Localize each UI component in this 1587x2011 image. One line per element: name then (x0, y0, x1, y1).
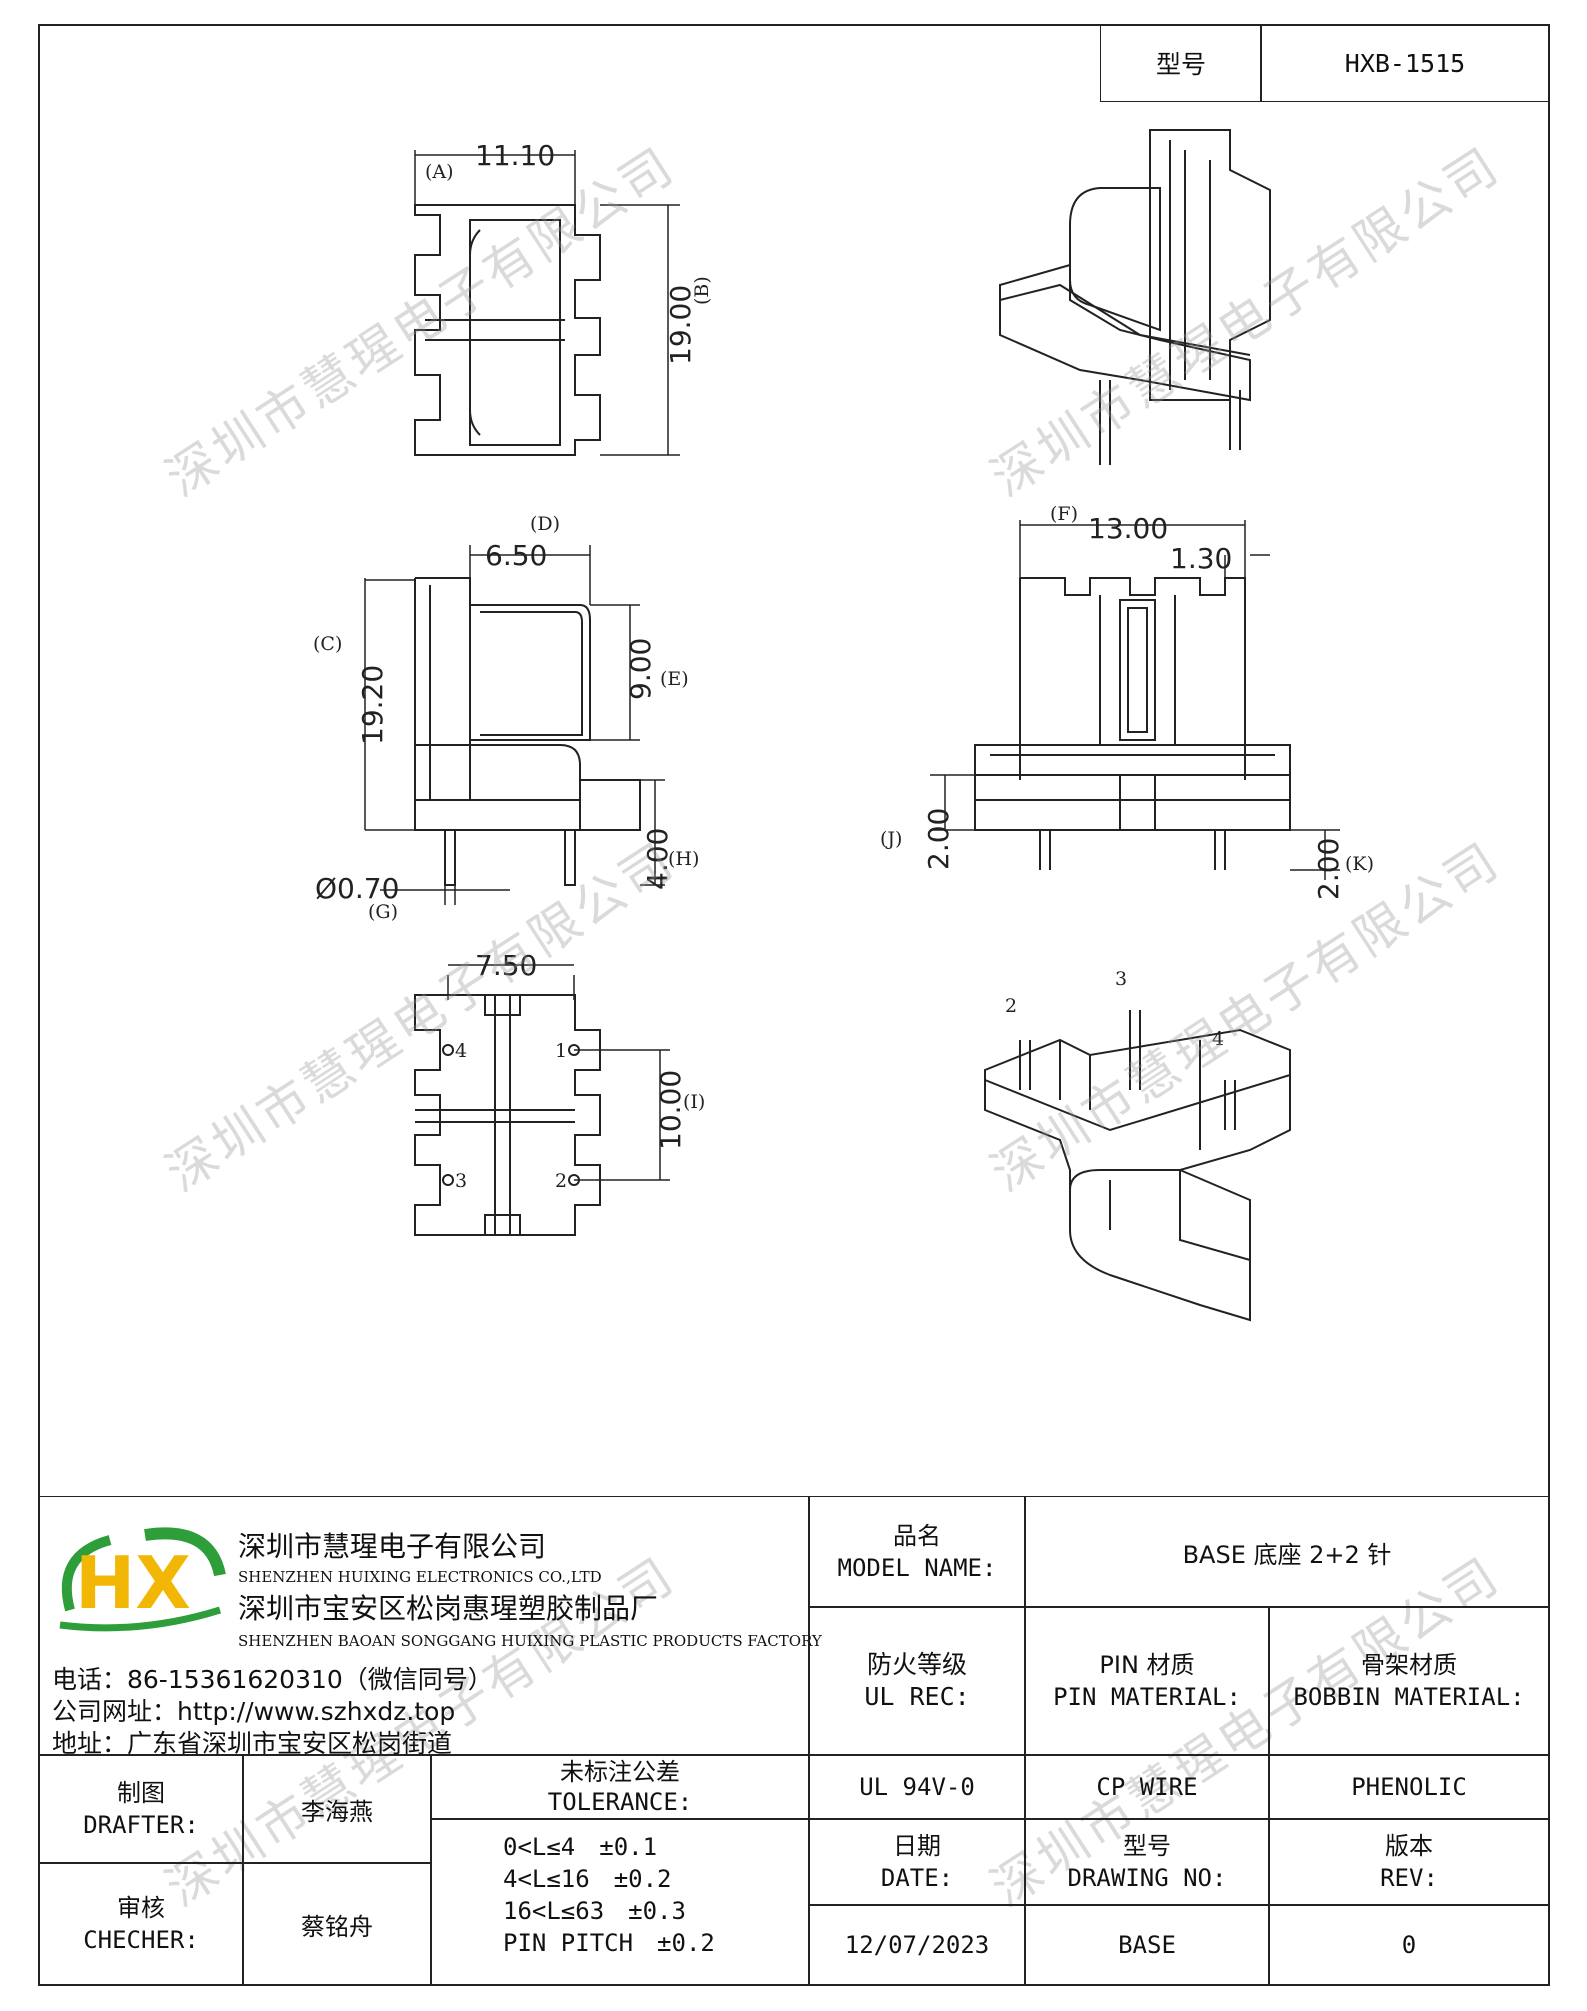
svg-text:(A): (A) (425, 161, 454, 183)
company-name-en: SHENZHEN HUIXING ELECTRONICS CO.,LTD (238, 1568, 602, 1586)
svg-text:1.30: 1.30 (1170, 542, 1232, 575)
svg-text:2: 2 (1005, 995, 1017, 1017)
svg-text:(J): (J) (880, 828, 902, 850)
svg-text:Ø0.70: Ø0.70 (315, 872, 399, 905)
svg-text:9.00: 9.00 (624, 638, 657, 700)
company-website: 公司网址：http://www.szhxdz.top (52, 1697, 456, 1726)
side-view (364, 545, 665, 905)
pin-material-value: CP WIRE (1024, 1754, 1270, 1820)
svg-text:(E): (E) (660, 668, 689, 690)
svg-text:7.50: 7.50 (475, 949, 537, 982)
company-name-cn: 深圳市慧瑆电子有限公司 (238, 1530, 547, 1563)
isometric-bottom-view (984, 1010, 1291, 1322)
tolerance-row: PIN PITCH ±0.2 (503, 1929, 715, 1957)
bobbin-material-value: PHENOLIC (1268, 1754, 1550, 1820)
svg-text:1: 1 (555, 1040, 567, 1062)
tolerance-row: 0<L≤4 ±0.1 (503, 1833, 658, 1861)
svg-text:13.00: 13.00 (1088, 512, 1168, 545)
tolerance-row: 4<L≤16 ±0.2 (503, 1865, 672, 1893)
svg-text:(H): (H) (668, 848, 699, 870)
svg-text:11.10: 11.10 (475, 139, 555, 172)
tolerance-table: 0<L≤4 ±0.1 4<L≤16 ±0.2 16<L≤63 ±0.3 PIN … (430, 1818, 810, 1986)
svg-text:4.00: 4.00 (641, 828, 674, 890)
svg-text:(I): (I) (683, 1091, 705, 1113)
svg-text:19.00: 19.00 (664, 285, 697, 365)
svg-text:10.00: 10.00 (654, 1070, 687, 1150)
svg-text:4: 4 (1212, 1028, 1224, 1050)
front-view (930, 520, 1340, 880)
bottom-view (414, 964, 670, 1236)
header-model-label: 型号 (1100, 24, 1262, 102)
svg-text:19.20: 19.20 (356, 665, 389, 745)
date-value: 12/07/2023 (808, 1904, 1026, 1986)
svg-text:HX: HX (75, 1541, 191, 1625)
svg-text:3: 3 (1115, 968, 1127, 990)
company-phone: 电话：86-15361620310（微信同号） (52, 1665, 493, 1694)
factory-name-cn: 深圳市宝安区松岗惠瑆塑胶制品厂 (238, 1592, 659, 1625)
header-model-value: HXB-1515 (1260, 24, 1550, 102)
drawing-no-value: BASE (1024, 1904, 1270, 1986)
checker-name: 蔡铭舟 (242, 1862, 432, 1986)
svg-text:(B): (B) (691, 276, 713, 305)
ul-rec-value: UL 94V-0 (808, 1754, 1026, 1820)
svg-text:2: 2 (555, 1170, 567, 1192)
technical-drawings: 11.10 (A) 19.00 (B) (D) 6.50 (C) 19.20 9… (313, 129, 1374, 1322)
top-view (414, 150, 680, 456)
svg-text:(G): (G) (368, 901, 398, 923)
svg-text:(F): (F) (1050, 503, 1078, 525)
drafter-name: 李海燕 (242, 1754, 432, 1864)
factory-name-en: SHENZHEN BAOAN SONGGANG HUIXING PLASTIC … (238, 1632, 822, 1650)
rev-value: 0 (1268, 1904, 1550, 1986)
company-logo: HX (59, 1527, 226, 1632)
svg-text:(D): (D) (530, 513, 560, 535)
svg-text:(C): (C) (313, 633, 342, 655)
isometric-top-view (999, 129, 1271, 465)
svg-text:2.00: 2.00 (922, 808, 955, 870)
tolerance-row: 16<L≤63 ±0.3 (503, 1897, 686, 1925)
model-name-value: BASE 底座 2+2 针 (1024, 1496, 1550, 1608)
svg-text:(K): (K) (1345, 853, 1374, 875)
svg-text:2.00: 2.00 (1312, 838, 1345, 900)
company-cell (38, 1496, 810, 1756)
company-address: 地址：广东省深圳市宝安区松岗街道 (52, 1729, 453, 1758)
svg-text:4: 4 (455, 1040, 467, 1062)
svg-text:3: 3 (455, 1170, 467, 1192)
svg-text:6.50: 6.50 (485, 539, 547, 572)
